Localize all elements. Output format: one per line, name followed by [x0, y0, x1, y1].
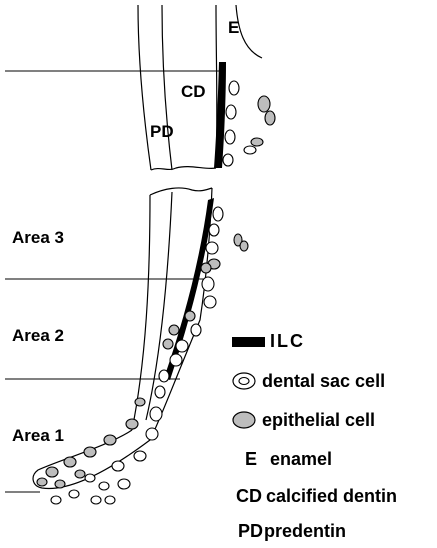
- legend-epithelial-cell-symbol: [233, 412, 255, 428]
- epithelial-cell: [251, 138, 263, 146]
- legend-calcified-dentin-label: calcified dentin: [266, 486, 397, 507]
- dental-sac-cell: [118, 479, 130, 489]
- dental-sac-cell: [150, 407, 162, 421]
- legend-dental-sac-cell-label: dental sac cell: [262, 371, 385, 392]
- dental-sac-cell: [69, 490, 79, 498]
- legend-enamel-label: enamel: [270, 449, 332, 470]
- dental-sac-cell: [51, 496, 61, 504]
- epithelial-cells-upper: [234, 96, 275, 251]
- dental-sac-cell: [112, 461, 124, 471]
- dental-sac-cell: [159, 370, 169, 382]
- legend-ilc-label: ILC: [270, 331, 305, 352]
- dental-sac-cell: [213, 207, 223, 221]
- dental-sac-cell: [155, 386, 165, 398]
- dental-sac-cell: [209, 224, 219, 236]
- legend-predentin-label: predentin: [264, 521, 346, 542]
- dental-sac-cell: [134, 451, 146, 461]
- dental-sac-cell: [202, 277, 214, 291]
- area3-label: Area 3: [12, 228, 64, 248]
- dental-sac-cell: [191, 324, 201, 336]
- epithelial-cell: [104, 435, 116, 445]
- dental-sac-cell: [206, 242, 218, 254]
- legend-calcified-dentin-code: CD: [236, 486, 262, 507]
- dental-sac-cell: [204, 296, 216, 308]
- enamel-outer-edge: [236, 5, 262, 58]
- dentin-boundary-line: [162, 5, 172, 170]
- area2-label: Area 2: [12, 326, 64, 346]
- area1-label: Area 1: [12, 426, 64, 446]
- dental-sac-cell: [105, 496, 115, 504]
- dental-sac-cells-upper: [223, 81, 256, 166]
- dental-sac-cell: [225, 130, 235, 144]
- epithelial-cell: [84, 447, 96, 457]
- dental-sac-cell: [226, 105, 236, 119]
- legend-enamel-code: E: [245, 449, 257, 470]
- epithelial-cell: [265, 111, 275, 125]
- epithelial-cell: [185, 311, 195, 321]
- epithelial-cell: [55, 480, 65, 488]
- epithelial-cell: [240, 241, 248, 251]
- dental-sac-cell: [85, 474, 95, 482]
- dental-sac-cells-lower: [51, 207, 223, 504]
- epithelial-cell: [126, 419, 138, 429]
- dental-sac-cell: [170, 354, 182, 366]
- epithelial-cell: [163, 339, 173, 349]
- legend-dental-sac-cell-symbol: [233, 373, 255, 389]
- epithelial-cell: [64, 457, 76, 467]
- ilc-layer-upper: [214, 62, 226, 168]
- legend-epithelial-cell-label: epithelial cell: [262, 410, 375, 431]
- dental-sac-cell: [229, 81, 239, 95]
- epithelial-cell: [46, 467, 58, 477]
- epithelial-cell: [135, 398, 145, 406]
- dental-sac-cell: [99, 482, 109, 490]
- dental-sac-cell: [223, 154, 233, 166]
- epithelial-cell: [169, 325, 179, 335]
- epithelial-cell: [37, 478, 47, 486]
- enamel-label: E: [228, 18, 239, 38]
- dental-sac-cell: [176, 340, 188, 352]
- legend-predentin-code: PD: [238, 521, 263, 542]
- predentin-label: PD: [150, 122, 174, 142]
- fracture-edge-upper: [151, 167, 216, 170]
- epithelial-cell: [75, 470, 85, 478]
- calcified-dentin-label: CD: [181, 82, 206, 102]
- fracture-edge-lower: [150, 188, 212, 195]
- epithelial-cell: [201, 263, 211, 273]
- legend-ilc-swatch: [232, 337, 265, 347]
- dental-sac-cell: [146, 428, 158, 440]
- dental-sac-cell: [91, 496, 101, 504]
- dental-sac-cell: [244, 146, 256, 154]
- predentin-outer-edge-lower: [132, 195, 150, 430]
- epithelial-cell: [258, 96, 270, 112]
- predentin-outer-edge: [138, 5, 151, 170]
